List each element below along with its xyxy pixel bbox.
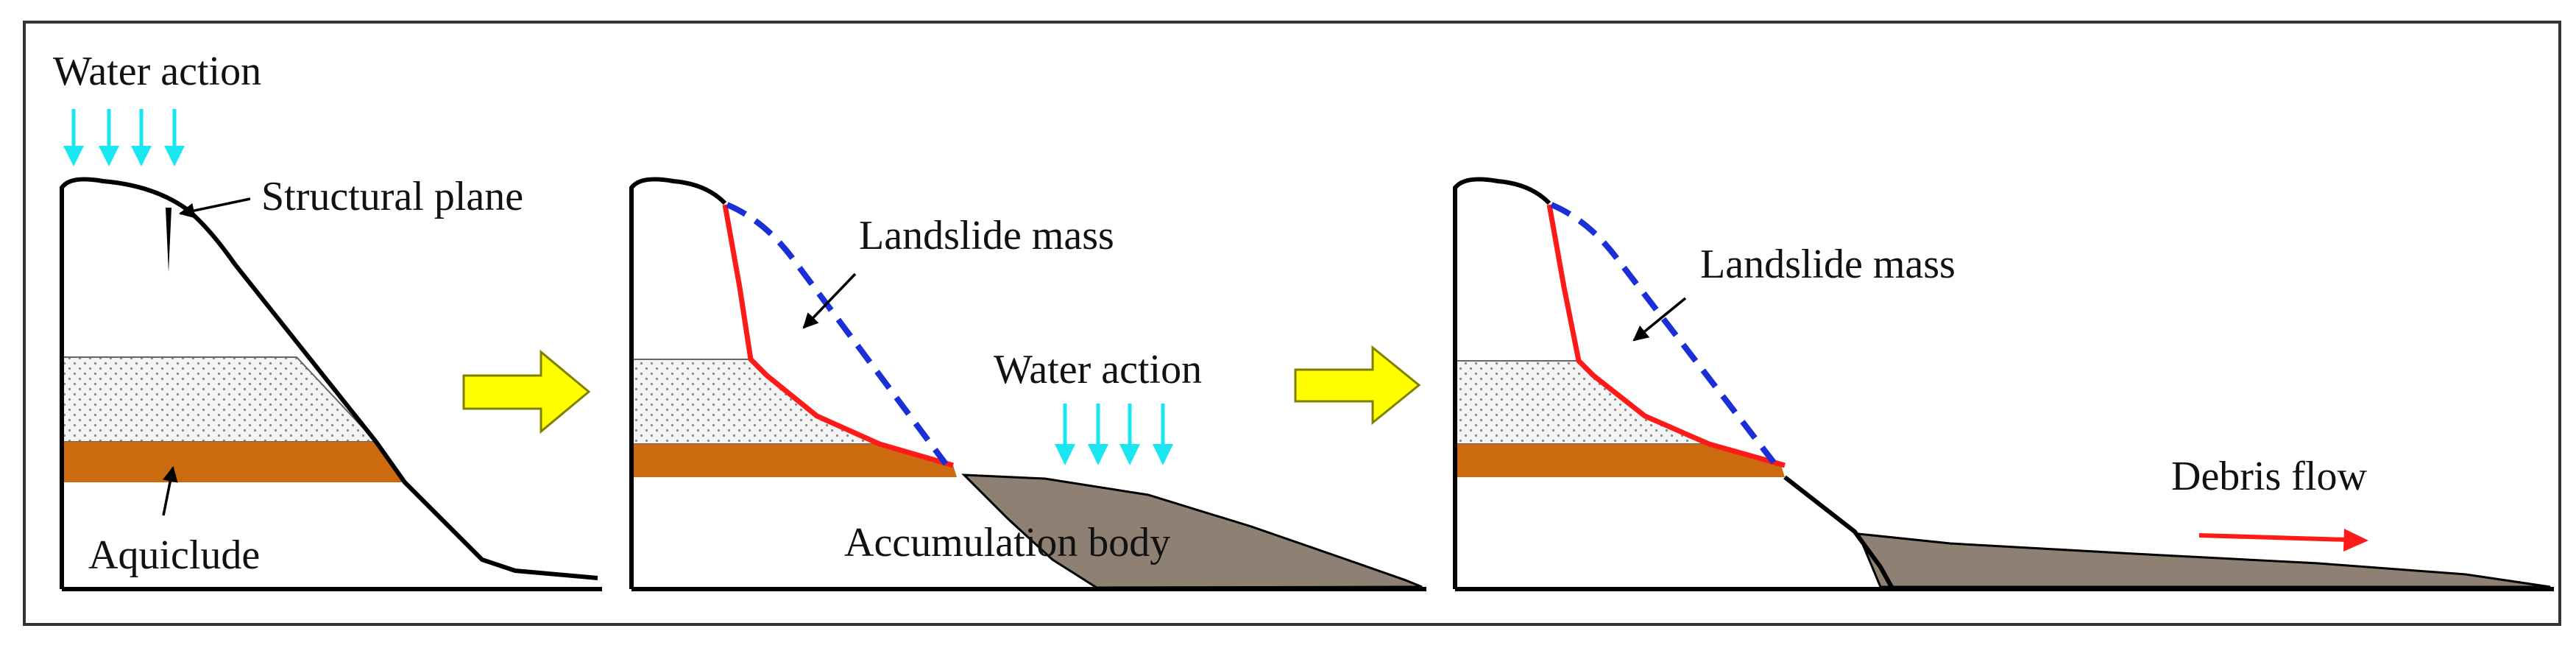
water-arrows-2 (1055, 404, 1173, 465)
water-action-label: Water action (53, 49, 261, 94)
landslide-mass-label: Landslide mass (1700, 242, 1956, 287)
down-arrow-icon (99, 109, 119, 166)
debris-flow-body (1856, 532, 2551, 588)
aquiclude-layer (631, 444, 957, 477)
right-arrow-icon (1295, 348, 1419, 423)
right-arrow-icon (2198, 529, 2368, 552)
down-arrow-icon (131, 109, 152, 166)
slip-surface (1546, 204, 1786, 468)
landslide-mass-pointer (1632, 297, 1687, 342)
water-action-label: Water action (994, 347, 1202, 392)
slope-profile (60, 177, 598, 589)
diagram-frame (23, 21, 2561, 626)
water-arrows-1 (63, 109, 185, 166)
right-arrow-icon (464, 352, 589, 432)
right-arrow-icon-outline (462, 349, 591, 434)
stage-1-panel: Water action Structural plane Aquiclude (53, 49, 602, 591)
down-arrow-icon (63, 109, 84, 166)
down-arrow-icon (1119, 404, 1140, 465)
landslide-mass-pointer (802, 272, 857, 329)
landslide-boundary (1550, 202, 1777, 465)
accumulation-body-label: Accumulation body (844, 520, 1170, 566)
aquiclude-layer (1455, 444, 1785, 477)
accumulation-body (961, 473, 1423, 589)
aquiclude-pointer (162, 465, 178, 516)
down-arrow-icon (164, 109, 185, 166)
aquiclude-label: Aquiclude (88, 532, 260, 578)
landslide-boundary (726, 202, 949, 466)
down-arrow-icon (1055, 404, 1075, 465)
lower-slope (1783, 475, 1894, 588)
stage-3-panel: Landslide mass Debris flow (1453, 177, 2554, 591)
down-arrow-icon (1153, 404, 1173, 465)
slope-profile-top (629, 177, 727, 589)
sand-layer (61, 356, 378, 443)
stage-2-panel: Landslide mass Water action Accumulation… (629, 177, 1426, 591)
slip-surface (722, 204, 954, 468)
structural-plane-pointer (178, 197, 251, 219)
sand-layer (631, 359, 880, 445)
landslide-mass-label: Landslide mass (859, 213, 1114, 258)
slope-profile (1453, 177, 1551, 589)
sand-layer (1454, 360, 1710, 445)
aquiclude-layer (62, 442, 405, 482)
structural-plane-label: Structural plane (261, 174, 523, 219)
debris-flow-label: Debris flow (2171, 454, 2368, 499)
down-arrow-icon (1088, 404, 1108, 465)
right-arrow-icon-outline (1294, 345, 1421, 426)
structural-plane-crack (166, 208, 171, 272)
